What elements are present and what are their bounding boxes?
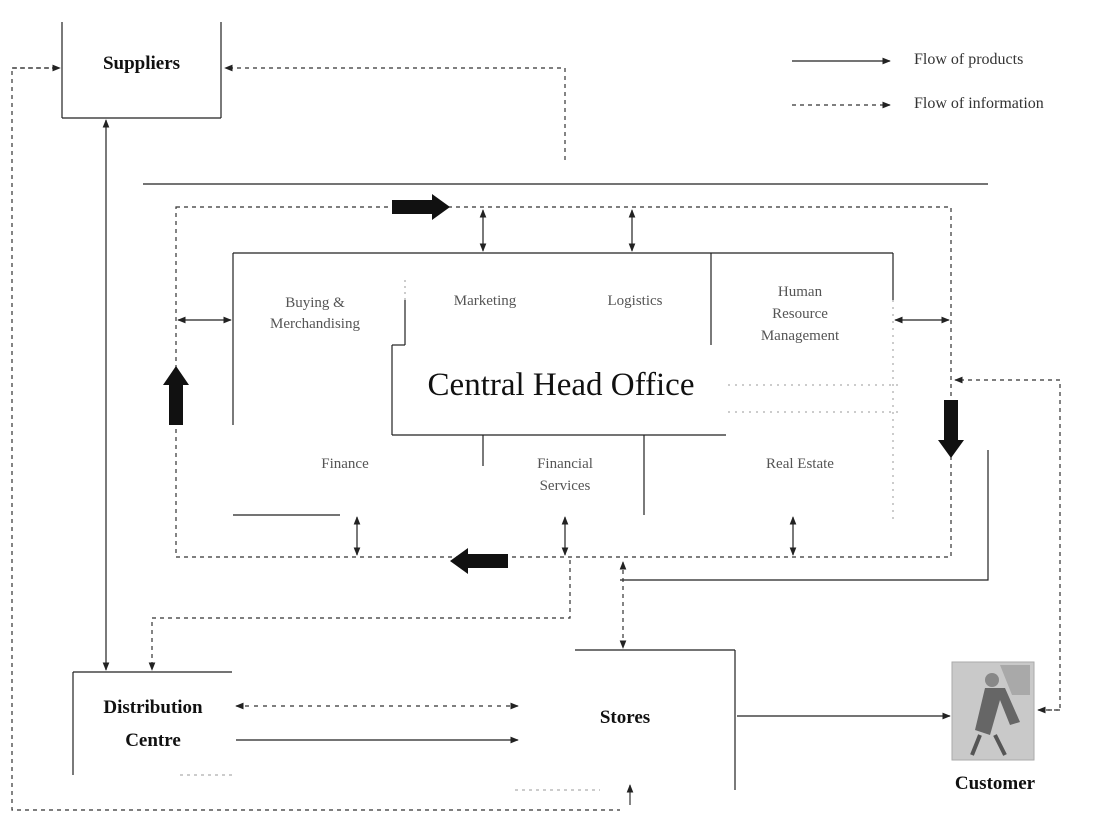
department-frame (232, 252, 900, 520)
dept-financial-services-line1: Financial (537, 456, 593, 472)
suppliers-label: Suppliers (102, 53, 181, 74)
stores-box (515, 649, 736, 791)
suppliers-box (61, 22, 222, 119)
outer-info-loop (11, 67, 620, 811)
stores-label: Stores (599, 707, 651, 728)
loop-arrow-left (450, 548, 508, 574)
right-product-line (620, 450, 989, 581)
dept-hr-line1: Human (777, 284, 823, 300)
legend-information-label: Flow of information (914, 95, 1044, 112)
distribution-centre-box (72, 671, 232, 776)
dept-finance: Finance (321, 456, 369, 472)
dept-marketing: Marketing (453, 293, 517, 309)
dept-financial-services-line2: Services (539, 478, 591, 494)
dept-hr-line2: Resource (772, 306, 828, 322)
distribution-centre-label-line2: Centre (125, 730, 181, 751)
dept-buying-line2: Merchandising (270, 316, 360, 332)
info-customer-feedback (954, 376, 1061, 711)
central-head-office-label: Central Head Office (427, 367, 695, 403)
dept-hr-line3: Management (760, 328, 840, 344)
dept-logistics: Logistics (607, 293, 663, 309)
dept-buying-line1: Buying & (285, 295, 345, 311)
distribution-centre-label-line1: Distribution (103, 697, 203, 718)
legend-products-label: Flow of products (914, 51, 1024, 68)
customer-label: Customer (954, 773, 1036, 794)
info-to-suppliers (224, 64, 566, 160)
loop-arrow-right (392, 194, 450, 220)
loop-arrow-up (163, 366, 189, 425)
info-to-distribution (148, 560, 571, 671)
loop-arrow-down (938, 400, 964, 458)
central-head-office-box (391, 344, 726, 436)
legend (792, 57, 891, 109)
dept-real-estate: Real Estate (766, 456, 834, 472)
customer-image (951, 661, 1035, 761)
